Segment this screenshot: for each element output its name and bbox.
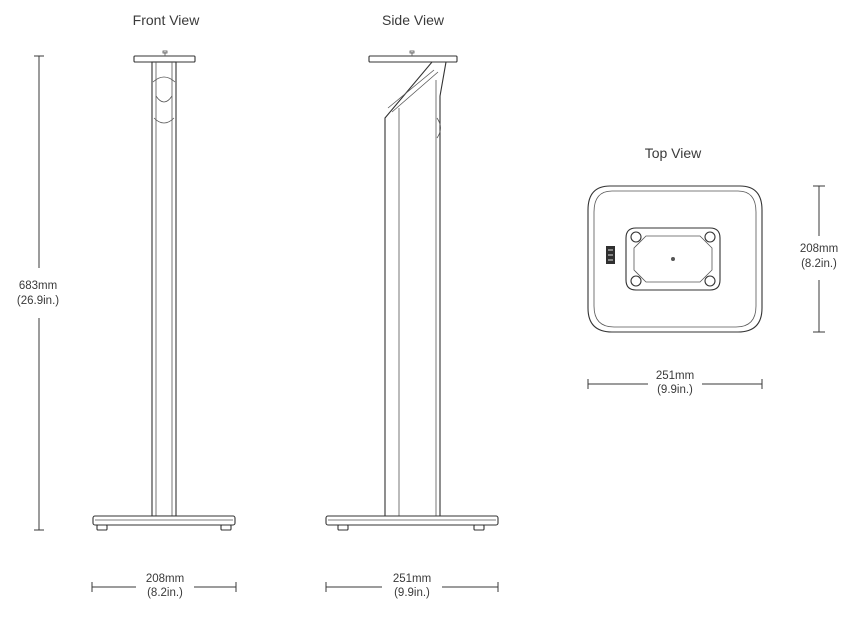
side-view-title: Side View — [382, 12, 445, 28]
top-view-title: Top View — [645, 145, 702, 161]
side-base — [325, 515, 499, 531]
top-width-dimension: 251mm (9.9in.) — [587, 370, 763, 396]
front-width-mm: 208mm — [146, 573, 184, 585]
height-mm: 683mm — [19, 280, 57, 292]
front-view-title: Front View — [133, 12, 201, 28]
front-column — [151, 61, 177, 517]
front-width-in: (8.2in.) — [147, 587, 183, 599]
top-depth-dimension: 208mm (8.2in.) — [800, 185, 838, 333]
side-top-plate — [368, 50, 458, 63]
height-in: (26.9in.) — [17, 295, 59, 307]
top-width-mm: 251mm — [656, 370, 694, 382]
side-width-mm: 251mm — [393, 573, 431, 585]
top-mount-bracket — [625, 227, 721, 291]
side-width-in: (9.9in.) — [394, 587, 430, 599]
front-view: Front View 208mm — [91, 12, 237, 599]
front-top-plate — [133, 50, 196, 63]
top-width-in: (9.9in.) — [657, 384, 693, 396]
top-view: Top View 208mm (8.2in.) — [587, 145, 838, 396]
side-column — [384, 61, 447, 517]
front-base — [92, 515, 236, 531]
center-screw-hole — [671, 257, 675, 261]
kef-logo — [606, 246, 615, 264]
front-width-dimension: 208mm (8.2in.) — [91, 573, 237, 599]
side-view: Side View 251mm — [325, 12, 499, 599]
side-width-dimension: 251mm (9.9in.) — [325, 573, 499, 599]
top-depth-mm: 208mm — [800, 243, 838, 255]
height-dimension: 683mm (26.9in.) — [17, 55, 59, 531]
top-depth-in: (8.2in.) — [801, 258, 837, 270]
